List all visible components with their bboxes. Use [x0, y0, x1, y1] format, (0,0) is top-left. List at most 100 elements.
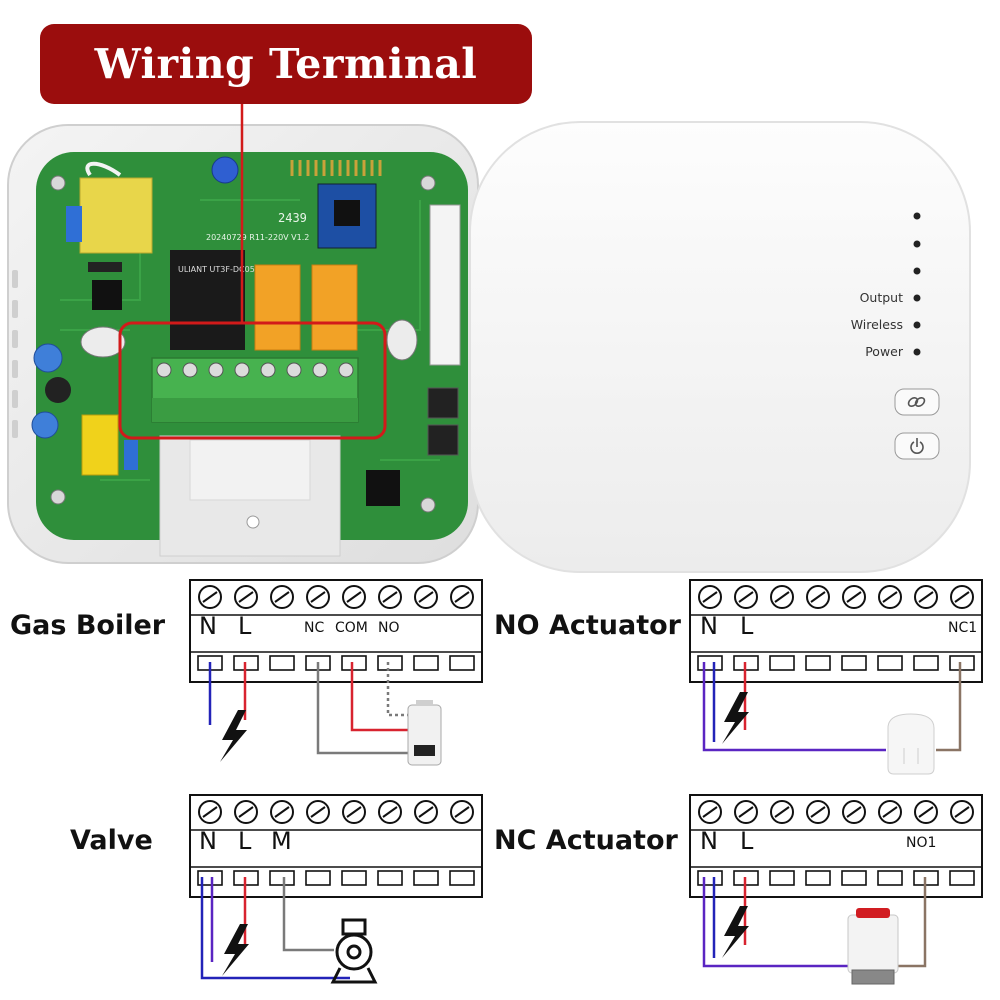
mounting-holes: [50, 175, 436, 513]
terminal-label-m: M: [271, 827, 292, 855]
gas-boiler-device-icon: [407, 700, 442, 766]
pcb-unit: 2439 20240729 R11-220V V1.2 ULIANT UT3F-…: [7, 104, 479, 564]
terminal-screw: [842, 800, 866, 824]
terminal-blocks: [189, 579, 983, 898]
power-button[interactable]: [894, 432, 940, 460]
terminal-slot: [949, 655, 975, 671]
nc-actuator-device-icon: [847, 908, 899, 985]
no-actuator-heading: NO Actuator: [494, 610, 681, 641]
terminal-label-n: N: [199, 827, 217, 855]
pcb-terminal-screw: [208, 362, 224, 378]
terminal-screw: [842, 585, 866, 609]
terminal-screw: [450, 585, 474, 609]
terminal-screw: [914, 800, 938, 824]
terminal-slot: [697, 870, 723, 886]
led-dot-1: [913, 212, 921, 220]
power-source-icon: [220, 710, 247, 762]
terminal-screw: [806, 800, 830, 824]
terminal-screw: [342, 800, 366, 824]
terminal-slot: [877, 870, 903, 886]
wires-no-actuator: [702, 662, 962, 752]
pump-device-icon: [330, 918, 378, 984]
terminal-label-com: COM: [335, 620, 368, 636]
pcb-board-revision: 20240729 R11-220V V1.2: [206, 233, 309, 242]
terminal-slot: [769, 655, 795, 671]
terminal-slot: [341, 655, 367, 671]
pcb-terminal-screw: [338, 362, 354, 378]
terminal-screw: [270, 800, 294, 824]
terminal-screw: [770, 800, 794, 824]
terminal-block-no-actuator: [689, 579, 983, 683]
terminal-screw: [806, 585, 830, 609]
terminal-slot: [697, 655, 723, 671]
led-label-output: Output: [859, 290, 903, 305]
power-source-icon: [222, 924, 249, 976]
terminal-label-n: N: [700, 827, 718, 855]
terminal-label-l: L: [740, 827, 754, 855]
capacitor-left-2: [31, 411, 59, 439]
pcb-terminal-screw: [182, 362, 198, 378]
power-source-icon: [722, 906, 749, 958]
terminal-slot: [305, 870, 331, 886]
inductor: [45, 377, 71, 403]
valve-heading: Valve: [70, 825, 153, 856]
terminal-screw: [342, 585, 366, 609]
terminal-screw: [950, 585, 974, 609]
wiring-terminal-banner: Wiring Terminal: [40, 24, 532, 104]
terminal-slot: [449, 870, 475, 886]
terminal-screw: [414, 585, 438, 609]
terminal-label-nc: NC: [304, 620, 325, 636]
terminal-screw: [878, 585, 902, 609]
terminal-screw: [950, 800, 974, 824]
pcb-silkscreen-id: 2439: [278, 211, 307, 225]
terminal-slot: [841, 655, 867, 671]
terminal-slot: [341, 870, 367, 886]
terminal-label-nc1: NC1: [948, 620, 978, 636]
terminal-slot: [269, 655, 295, 671]
relay-2: [311, 264, 358, 351]
terminal-slot: [913, 655, 939, 671]
x-capacitor: [81, 414, 119, 476]
link-button[interactable]: [894, 388, 940, 416]
terminal-screw: [914, 585, 938, 609]
device-cover: [469, 121, 971, 573]
terminal-slot: [377, 870, 403, 886]
terminal-screw: [306, 585, 330, 609]
tact-switch-2: [427, 424, 459, 456]
terminal-slot: [449, 655, 475, 671]
side-header: [429, 204, 461, 366]
terminal-slot: [805, 870, 831, 886]
terminal-label-l: L: [238, 612, 252, 640]
link-icon: [907, 397, 926, 407]
pcb-terminal-screw: [312, 362, 328, 378]
led-label-power: Power: [865, 344, 903, 359]
pcb-terminal-screw: [286, 362, 302, 378]
antenna-coil: [290, 160, 382, 176]
pcb-terminal-screws: [156, 362, 354, 378]
relay-main: ULIANT UT3F-DC05V-SHG: [170, 250, 280, 350]
led-power: [913, 348, 921, 356]
terminal-screw: [698, 800, 722, 824]
led-dot-2: [913, 240, 921, 248]
terminal-slot: [949, 870, 975, 886]
led-wireless: [913, 321, 921, 329]
terminal-label-l: L: [238, 827, 252, 855]
terminal-screw: [378, 585, 402, 609]
led-output: [913, 294, 921, 302]
terminal-slot: [413, 870, 439, 886]
terminal-screw: [234, 585, 258, 609]
screw-hole: [246, 515, 260, 529]
terminal-screw: [770, 585, 794, 609]
pcb-terminal-screw: [260, 362, 276, 378]
terminal-screw: [414, 800, 438, 824]
terminal-screw: [270, 585, 294, 609]
pcb-terminal-screw: [156, 362, 172, 378]
transformer: [66, 161, 153, 272]
terminal-screw: [234, 800, 258, 824]
mcu-chip: [366, 470, 400, 506]
terminal-slot: [805, 655, 831, 671]
capacitor: [211, 156, 239, 184]
terminal-label-n: N: [199, 612, 217, 640]
terminal-slot: [269, 870, 295, 886]
led-label-wireless: Wireless: [850, 317, 903, 332]
